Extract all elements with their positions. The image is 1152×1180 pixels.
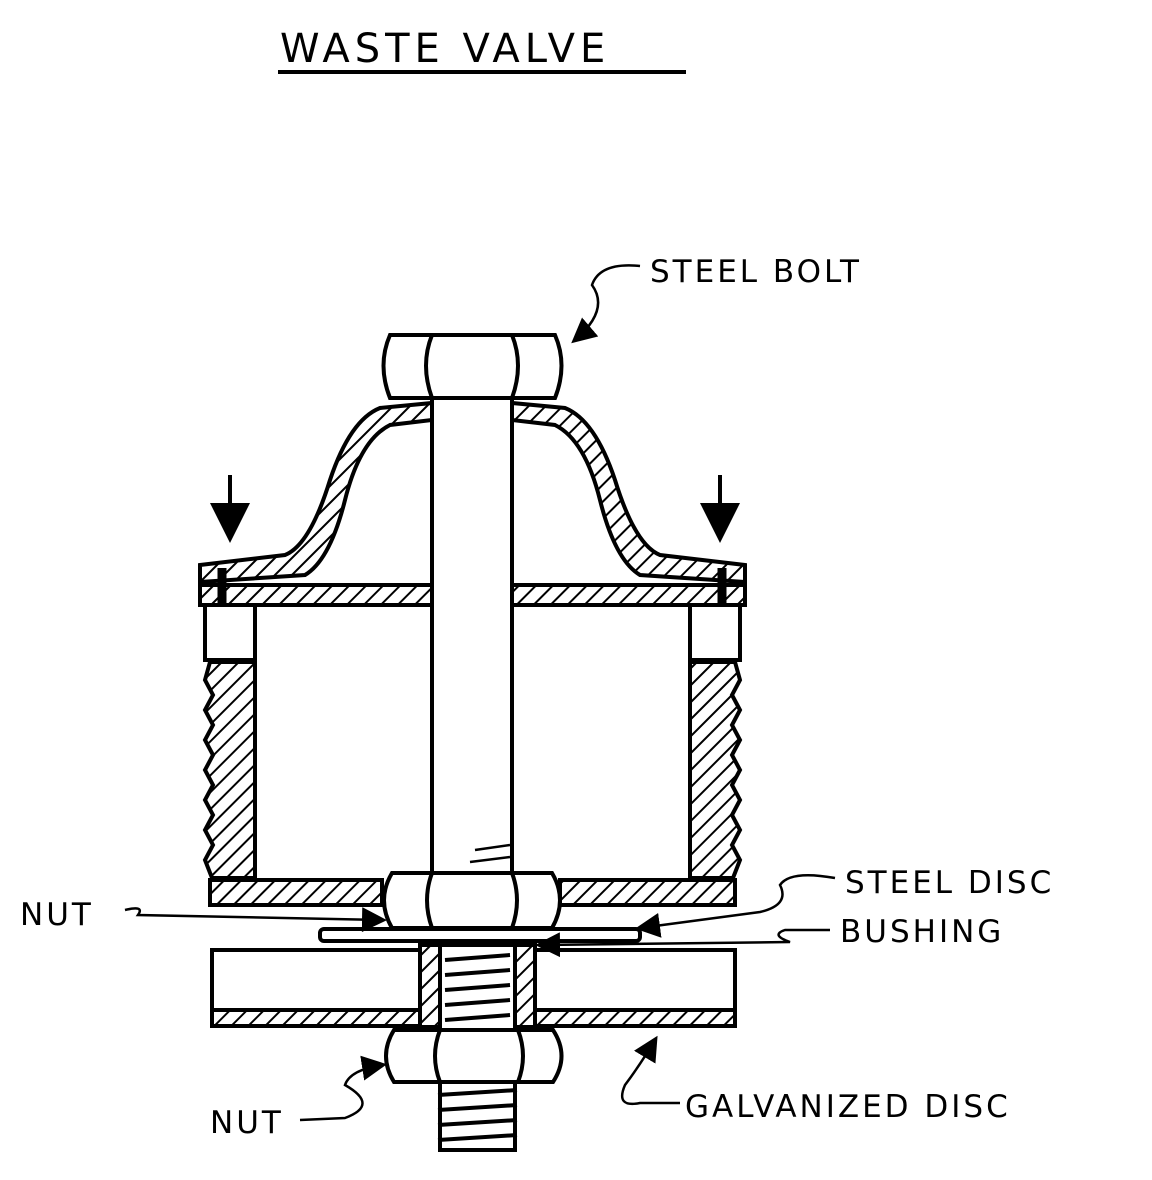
bottom-plate-left	[208, 878, 384, 907]
nut-upper-leader	[124, 907, 387, 933]
top-plate-right	[510, 583, 747, 607]
diagram-title: WASTE VALVE	[280, 26, 610, 72]
bushing-leader	[535, 928, 830, 958]
label-nut-lower: NUT	[210, 1105, 284, 1141]
dome-cap-right	[510, 400, 747, 585]
bolt-head	[381, 333, 564, 400]
bushing-left	[418, 943, 442, 1029]
label-galvanized-disc: GALVANIZED DISC	[685, 1089, 1011, 1125]
lower-nut	[384, 1028, 564, 1084]
label-nut-upper: NUT	[20, 897, 94, 933]
cylinder-wall-right	[688, 660, 743, 880]
cylinder-wall-left	[202, 660, 257, 880]
bolt-shank	[430, 396, 514, 880]
left-gasket	[203, 603, 257, 662]
dome-cap	[198, 400, 434, 585]
nut-lower-leader	[299, 1055, 387, 1122]
steel-bolt-leader	[571, 264, 641, 344]
right-gasket	[688, 603, 742, 662]
label-steel-disc: STEEL DISC	[845, 865, 1054, 901]
steel-disc-leader	[635, 873, 836, 938]
upper-nut	[382, 871, 562, 930]
bottom-plate-right	[558, 878, 737, 907]
label-steel-bolt: STEEL BOLT	[650, 254, 862, 290]
top-plate-left	[198, 583, 434, 607]
bolt-thread-start	[469, 843, 511, 864]
galvanized-disc-leader	[620, 1035, 680, 1106]
bushing-right	[513, 943, 537, 1029]
steel-disc	[318, 927, 642, 943]
label-bushing: BUSHING	[840, 914, 1004, 950]
